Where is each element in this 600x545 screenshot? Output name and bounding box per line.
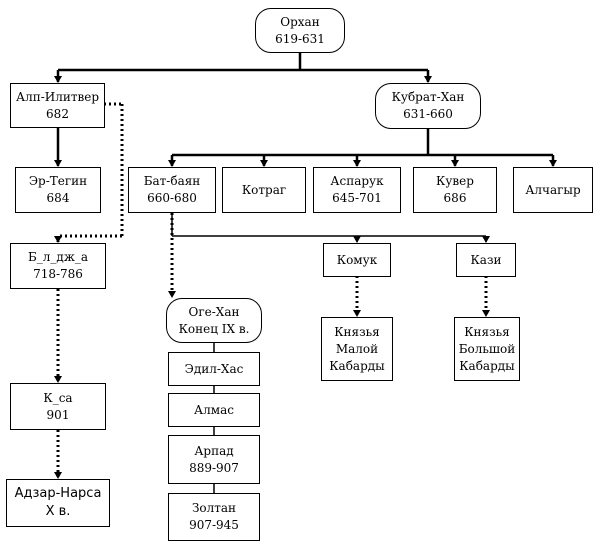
node-kuver-years: 686 <box>443 191 467 205</box>
node-bldzha: Б_л_дж_а 718-786 <box>10 243 106 289</box>
solid-connectors <box>54 52 557 167</box>
dotted-connectors <box>54 102 490 479</box>
node-ksa: К_са 901 <box>10 383 106 430</box>
node-alp-ilitver: Алп-Илитвер 682 <box>10 83 105 128</box>
node-er-tegin: Эр-Тегин 684 <box>15 167 101 213</box>
node-ksa-years: 901 <box>46 407 70 422</box>
node-malaya-line3: Кабарды <box>329 358 385 373</box>
node-er-tegin-years: 684 <box>46 191 70 205</box>
node-asparuk-years: 645-701 <box>332 191 382 205</box>
node-alchagyr: Алчагыр <box>513 167 593 213</box>
node-oge-khan-years: Конец IX в. <box>178 321 250 336</box>
node-bat-bayan: Бат-баян 660-680 <box>128 167 216 213</box>
node-orkhan-name: Орхан <box>280 14 320 29</box>
node-almas: Алмас <box>168 393 260 427</box>
node-bat-bayan-name: Бат-баян <box>143 174 201 188</box>
thin-connectors <box>171 213 490 243</box>
node-alp-ilitver-years: 682 <box>46 106 69 121</box>
node-adzar-narsa-name: Адзар-Нарса <box>14 486 102 501</box>
node-kubrat-khan: Кубрат-Хан 631-660 <box>375 83 481 129</box>
node-er-tegin-name: Эр-Тегин <box>28 174 88 188</box>
node-adzar-narsa: Адзар-Нарса X в. <box>6 479 110 527</box>
node-orkhan: Орхан 619-631 <box>255 8 345 53</box>
node-kazi-name: Кази <box>470 252 502 267</box>
node-knyazya-bolshoy-kabardy: Князья Большой Кабарды <box>454 317 520 381</box>
node-kazi: Кази <box>456 243 516 277</box>
node-orkhan-years: 619-631 <box>275 31 325 46</box>
node-ksa-name: К_са <box>43 390 73 405</box>
node-arpad-name: Арпад <box>194 443 234 458</box>
node-adzar-narsa-years: X в. <box>45 504 71 519</box>
node-bldzha-name: Б_л_дж_а <box>27 250 89 264</box>
node-kubrat-khan-years: 631-660 <box>403 107 453 121</box>
node-edil-khas: Эдил-Хас <box>168 352 260 386</box>
node-zoltan-years: 907-945 <box>189 518 239 532</box>
node-bolshaya-line2: Большой <box>458 341 516 356</box>
node-komuk-name: Комук <box>336 252 378 267</box>
node-kubrat-khan-name: Кубрат-Хан <box>391 90 465 104</box>
node-alp-ilitver-name: Алп-Илитвер <box>15 89 100 104</box>
node-zoltan: Золтан 907-945 <box>168 493 260 541</box>
node-komuk: Комук <box>323 243 391 277</box>
node-asparuk: Аспарук 645-701 <box>313 167 401 213</box>
node-kuver-name: Кувер <box>436 174 474 188</box>
node-arpad-years: 889-907 <box>189 460 239 475</box>
node-bldzha-years: 718-786 <box>33 267 83 281</box>
node-arpad: Арпад 889-907 <box>168 435 260 484</box>
node-oge-khan: Оге-Хан Конец IX в. <box>166 298 262 343</box>
node-alchagyr-name: Алчагыр <box>525 182 581 197</box>
node-malaya-line2: Малой <box>335 341 379 356</box>
node-edil-khas-name: Эдил-Хас <box>184 361 244 376</box>
node-bolshaya-line1: Князья <box>464 324 510 339</box>
node-almas-name: Алмас <box>194 402 234 417</box>
node-kotrag-name: Котраг <box>241 182 287 197</box>
node-oge-khan-name: Оге-Хан <box>188 304 240 319</box>
node-malaya-line1: Князья <box>334 324 380 339</box>
node-knyazya-maloy-kabardy: Князья Малой Кабарды <box>321 317 393 381</box>
node-zoltan-name: Золтан <box>191 501 237 515</box>
node-bolshaya-line3: Кабарды <box>459 358 515 373</box>
node-kotrag: Котраг <box>222 167 306 213</box>
node-asparuk-name: Аспарук <box>330 174 384 188</box>
node-kuver: Кувер 686 <box>413 167 497 213</box>
node-bat-bayan-years: 660-680 <box>147 191 197 205</box>
